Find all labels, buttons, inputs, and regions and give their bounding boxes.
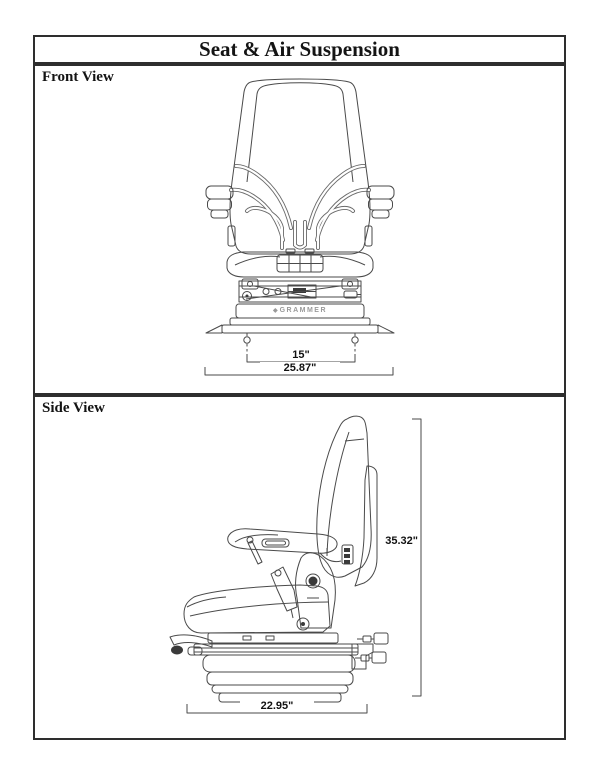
brand-text: GRAMMER xyxy=(279,307,328,314)
side-view-label: Side View xyxy=(42,400,105,416)
title-box: Seat & Air Suspension xyxy=(33,35,566,64)
dimension-label-overall-width: 25.87" xyxy=(260,362,340,374)
dimension-label-overall-depth: 22.95" xyxy=(240,700,314,712)
brand-label: ◆GRAMMER xyxy=(260,306,340,316)
grammer-logo-icon: ◆ xyxy=(272,308,278,314)
dimension-label-inner-mount-width: 15" xyxy=(271,349,331,361)
side-view-panel: Side View xyxy=(33,395,566,740)
front-view-panel: Front View xyxy=(33,64,566,395)
page-title: Seat & Air Suspension xyxy=(199,37,400,61)
dimension-label-overall-height: 35.32" xyxy=(378,535,418,547)
front-view-label: Front View xyxy=(42,69,114,85)
